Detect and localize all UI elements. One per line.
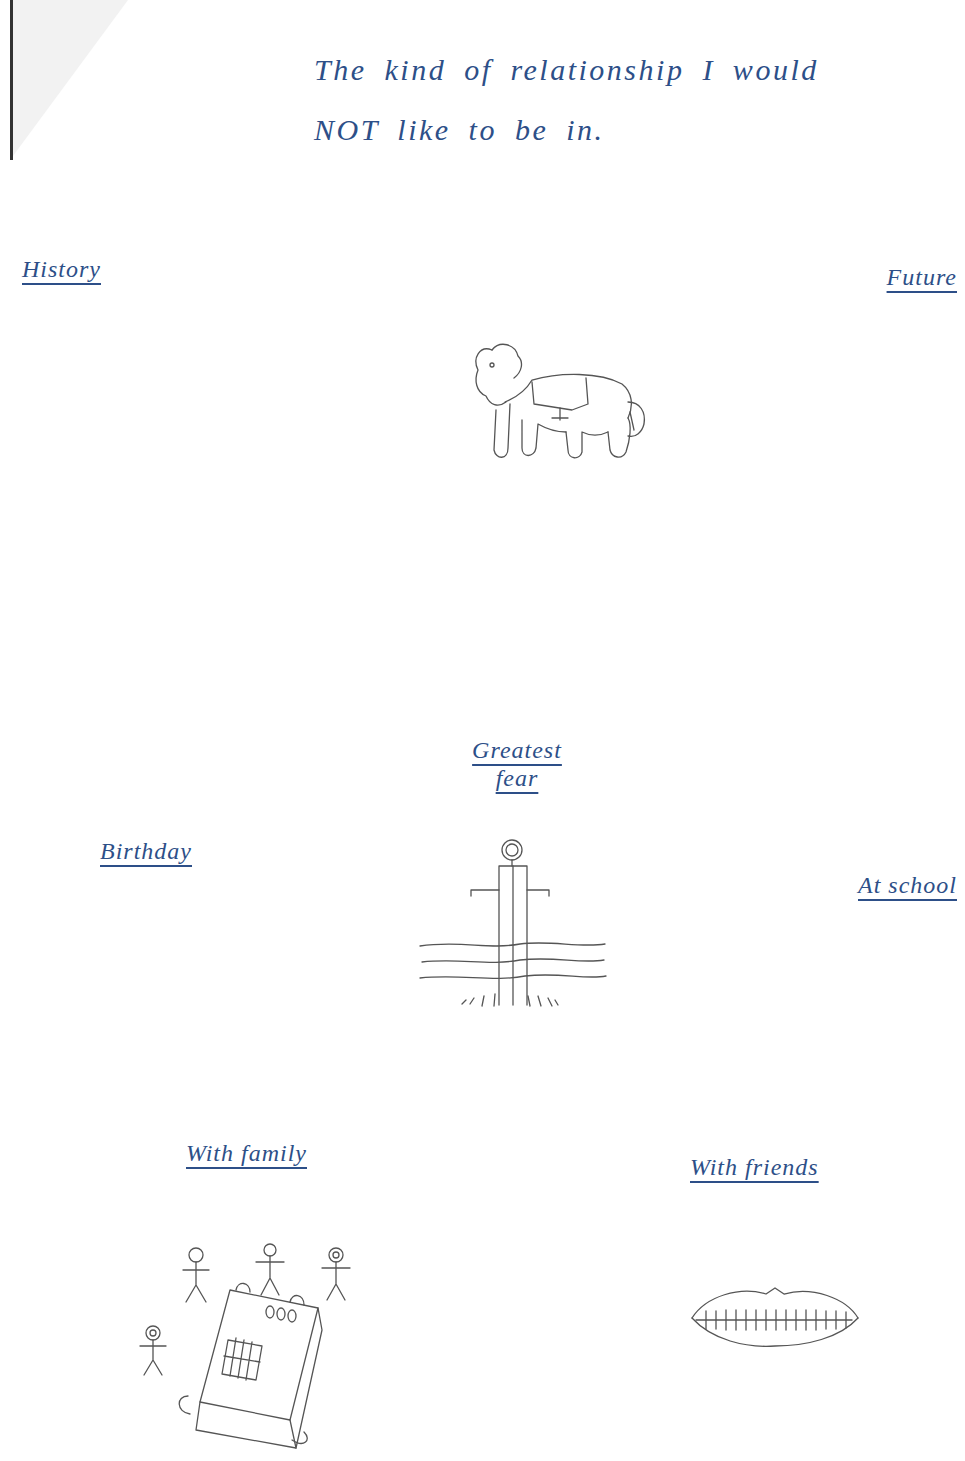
section-label: History: [22, 254, 101, 284]
section-label: With family: [186, 1138, 307, 1168]
section-label: Birthday: [100, 836, 192, 866]
section-label: Greatest fear: [452, 736, 582, 792]
animal-drawing: [476, 344, 644, 457]
section-label: At school: [858, 870, 957, 900]
worksheet-title: The kind of relationship I would NOT lik…: [314, 40, 874, 160]
family-drawing: [140, 1244, 350, 1448]
section-label: With friends: [690, 1152, 819, 1182]
section-label: Future: [887, 262, 957, 292]
page-edge: [10, 0, 13, 160]
drowning-figure: [420, 840, 606, 1006]
page-corner: [10, 0, 128, 160]
sewn-lips-drawing: [692, 1288, 858, 1346]
